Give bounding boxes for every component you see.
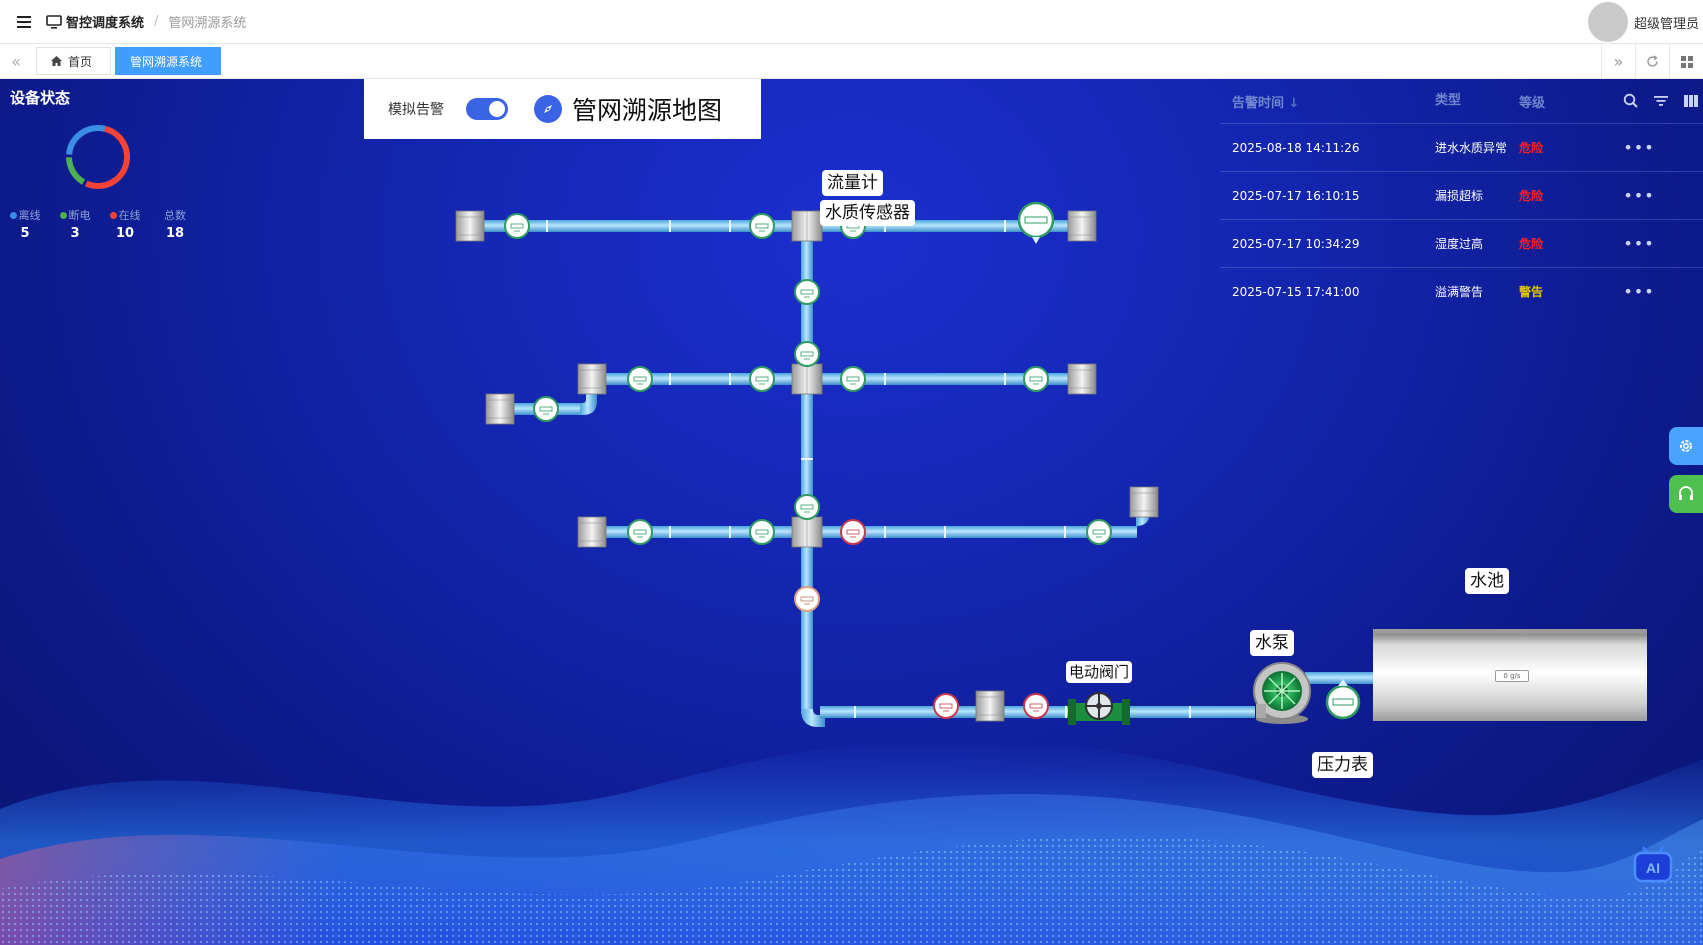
legend-total: 总数 18 (150, 207, 200, 241)
label-water-quality-sensor: 水质传感器 (820, 200, 915, 226)
label-electric-valve: 电动阀门 (1066, 661, 1133, 683)
device-status-panel: 设备状态 (10, 87, 210, 108)
alarm-level: 危险 (1519, 237, 1544, 251)
avatar[interactable] (1587, 2, 1628, 42)
alarm-time: 2025-08-18 14:11:26 (1232, 140, 1360, 155)
legend-online-label: 在线 (118, 209, 141, 222)
alarm-level: 危险 (1519, 141, 1544, 155)
grid-menu-icon[interactable] (1669, 44, 1703, 79)
home-icon (51, 56, 62, 66)
breadcrumb-separator: / (154, 14, 159, 29)
table-row[interactable]: 2025-07-15 17:41:00 溢满警告 警告 ••• (1220, 267, 1703, 315)
legend-poweroff-label: 断电 (68, 209, 91, 222)
sort-down-icon[interactable]: ↓ (1288, 95, 1300, 111)
simulate-alarm-toggle[interactable] (466, 98, 508, 120)
legend-total-value: 18 (165, 226, 185, 241)
pool-level-display: 0 g/s (1495, 670, 1529, 682)
gear-icon (1680, 440, 1692, 452)
ai-assistant-button[interactable]: AI (1629, 841, 1677, 889)
label-pump: 水泵 (1250, 630, 1294, 656)
alarm-time: 2025-07-17 10:34:29 (1232, 236, 1360, 251)
breadcrumb-system[interactable]: 智控调度系统 (66, 16, 145, 31)
refresh-icon[interactable] (1635, 44, 1669, 79)
legend-offline: 离线 5 (0, 207, 50, 241)
alarm-level: 危险 (1519, 189, 1544, 203)
table-row[interactable]: 2025-08-18 14:11:26 进水水质异常 危险 ••• (1220, 123, 1703, 171)
alarm-time: 2025-07-15 17:41:00 (1232, 284, 1360, 299)
device-status-legend: 离线 5 断电 3 在线 10 总数 18 (0, 207, 210, 241)
legend-online-value: 10 (115, 226, 135, 241)
alarm-time: 2025-07-17 16:10:15 (1232, 188, 1360, 203)
user-name[interactable]: 超级管理员 (1633, 16, 1699, 32)
more-icon[interactable]: ••• (1623, 234, 1655, 253)
column-level: 等级 (1519, 95, 1546, 111)
breadcrumb: 智控调度系统 / 管网溯源系统 (46, 12, 246, 31)
water-pool[interactable]: 0 g/s (1373, 629, 1647, 721)
filter-icon[interactable] (1653, 93, 1669, 109)
alarm-table-header: 告警时间 ↓ 类型 等级 (1220, 79, 1703, 123)
pipe-network-diagram (455, 201, 1377, 727)
legend-poweroff-value: 3 (70, 226, 80, 241)
scroll-right-icon[interactable]: » (1601, 44, 1635, 79)
alarm-table: 告警时间 ↓ 类型 等级 2025-08-18 14:11:26 进水水质异常 … (1220, 79, 1703, 315)
column-type: 类型 (1435, 93, 1462, 108)
alarm-type: 漏损超标 (1435, 188, 1484, 203)
legend-offline-label: 离线 (18, 209, 41, 222)
tab-bar: « 首页 管网溯源系统 » (0, 44, 1703, 79)
user-menu[interactable]: 超级管理员 (1587, 0, 1699, 44)
support-side-button[interactable] (1669, 475, 1703, 513)
tab-home[interactable]: 首页 (36, 47, 112, 75)
legend-total-label: 总数 (164, 209, 186, 222)
legend-offline-value: 5 (20, 226, 30, 241)
tab-pipe-network[interactable]: 管网溯源系统 (115, 47, 222, 75)
table-row[interactable]: 2025-07-17 10:34:29 湿度过高 危险 ••• (1220, 219, 1703, 267)
legend-online: 在线 10 (100, 207, 150, 241)
hamburger-menu-icon[interactable] (8, 6, 40, 38)
alarm-type: 进水水质异常 (1435, 140, 1508, 155)
tab-home-label: 首页 (68, 54, 93, 69)
label-pool: 水池 (1465, 568, 1509, 594)
compass-icon[interactable] (534, 95, 562, 123)
column-time-label: 告警时间 (1232, 95, 1285, 111)
more-icon[interactable]: ••• (1623, 282, 1655, 301)
pipe-network-scene: 设备状态 离线 5 断电 3 在线 10 总数 18 模拟告警 管网溯源地图 (0, 79, 1703, 945)
more-icon[interactable]: ••• (1623, 186, 1655, 205)
legend-poweroff: 断电 3 (50, 207, 100, 241)
breadcrumb-current: 管网溯源系统 (168, 16, 247, 31)
label-flow-meter: 流量计 (822, 170, 883, 196)
scroll-left-icon[interactable]: « (11, 51, 21, 71)
columns-icon[interactable] (1683, 93, 1699, 109)
simulate-alarm-label: 模拟告警 (388, 102, 444, 118)
device-status-ring-chart (65, 125, 130, 189)
background-wave (0, 738, 1703, 945)
alarm-level: 警告 (1519, 285, 1544, 299)
search-icon[interactable] (1623, 93, 1639, 109)
device-status-title: 设备状态 (10, 89, 71, 107)
more-icon[interactable]: ••• (1623, 138, 1655, 157)
ai-label: AI (1646, 860, 1660, 876)
top-header: 智控调度系统 / 管网溯源系统 超级管理员 (0, 0, 1703, 44)
headset-icon (1679, 486, 1693, 500)
column-time[interactable]: 告警时间 ↓ (1220, 92, 1433, 111)
label-pressure-gauge: 压力表 (1312, 752, 1373, 778)
map-control-box: 模拟告警 管网溯源地图 (364, 79, 761, 139)
tab-pipe-network-label: 管网溯源系统 (130, 54, 203, 69)
table-row[interactable]: 2025-07-17 16:10:15 漏损超标 危险 ••• (1220, 171, 1703, 219)
alarm-type: 溢满警告 (1435, 284, 1484, 299)
alarm-type: 湿度过高 (1435, 236, 1484, 251)
settings-side-button[interactable] (1669, 427, 1703, 465)
map-title: 管网溯源地图 (572, 96, 723, 125)
monitor-icon (46, 14, 62, 29)
